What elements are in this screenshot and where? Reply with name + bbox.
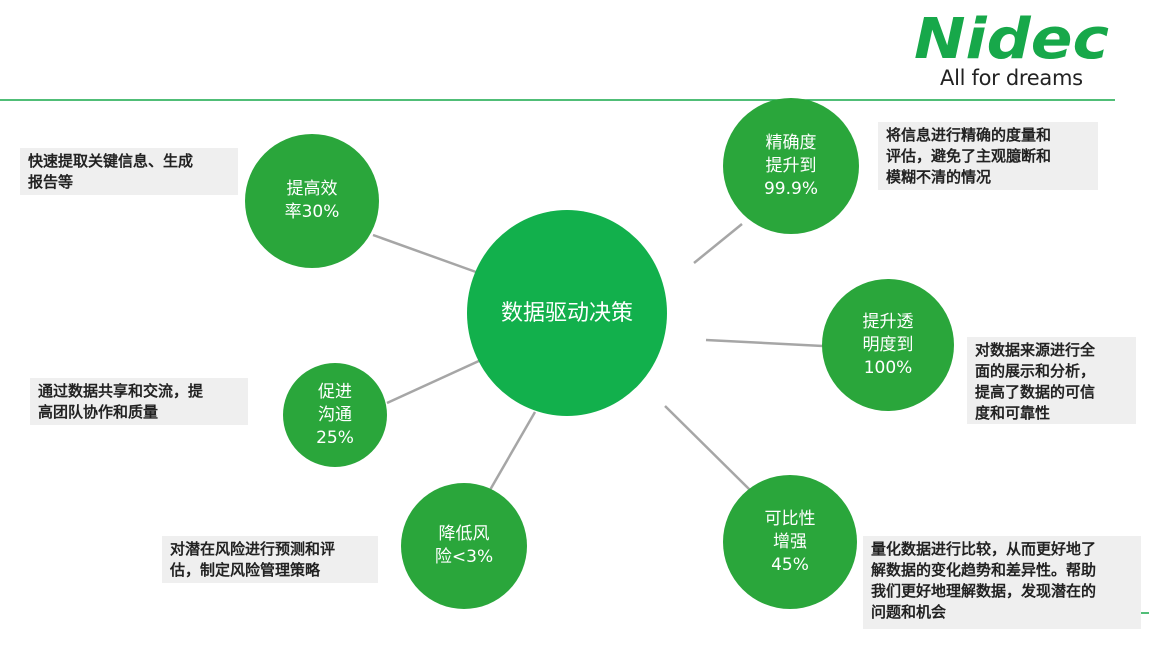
note-transparency: 对数据来源进行全 面的展示和分析， 提高了数据的可信 度和可靠性 xyxy=(967,337,1136,424)
node-circle-efficiency xyxy=(245,134,379,268)
node-label-comparability: 可比性 增强 45% xyxy=(764,508,816,575)
note-efficiency: 快速提取关键信息、生成 报告等 xyxy=(20,148,238,195)
connector-comparability xyxy=(664,405,751,491)
node-label-communication: 促进 沟通 25% xyxy=(316,381,354,448)
connector-efficiency xyxy=(372,233,477,274)
node-circle-precision xyxy=(723,98,859,234)
node-circle-communication xyxy=(283,363,387,467)
connector-risk xyxy=(488,411,537,491)
node-circle-transparency xyxy=(822,279,954,411)
node-circle-risk xyxy=(401,483,527,609)
note-comparability: 量化数据进行比较，从而更好地了 解数据的变化趋势和差异性。帮助 我们更好地理解数… xyxy=(863,536,1141,629)
node-label-transparency: 提升透 明度到 100% xyxy=(862,311,914,378)
connector-communication xyxy=(386,358,482,405)
connector-precision xyxy=(693,223,743,264)
svg-text:Nidec: Nidec xyxy=(914,8,1109,64)
node-circle-comparability xyxy=(723,475,857,609)
note-communication: 通过数据共享和交流，提 高团队协作和质量 xyxy=(30,378,248,425)
note-risk: 对潜在风险进行预测和评 估，制定风险管理策略 xyxy=(162,536,378,583)
note-precision: 将信息进行精确的度量和 评估，避免了主观臆断和 模糊不清的情况 xyxy=(878,122,1098,190)
logo-tagline: All for dreams xyxy=(940,66,1083,90)
nidec-logo: Nidec xyxy=(914,8,1109,64)
center-label: 数据驱动决策 xyxy=(500,300,633,326)
center-circle xyxy=(467,210,667,416)
node-label-efficiency: 提高效 率30% xyxy=(284,179,340,222)
node-label-precision: 精确度 提升到 99.9% xyxy=(763,132,818,199)
node-label-risk: 降低风 险<3% xyxy=(434,524,494,567)
connector-transparency xyxy=(705,338,824,348)
